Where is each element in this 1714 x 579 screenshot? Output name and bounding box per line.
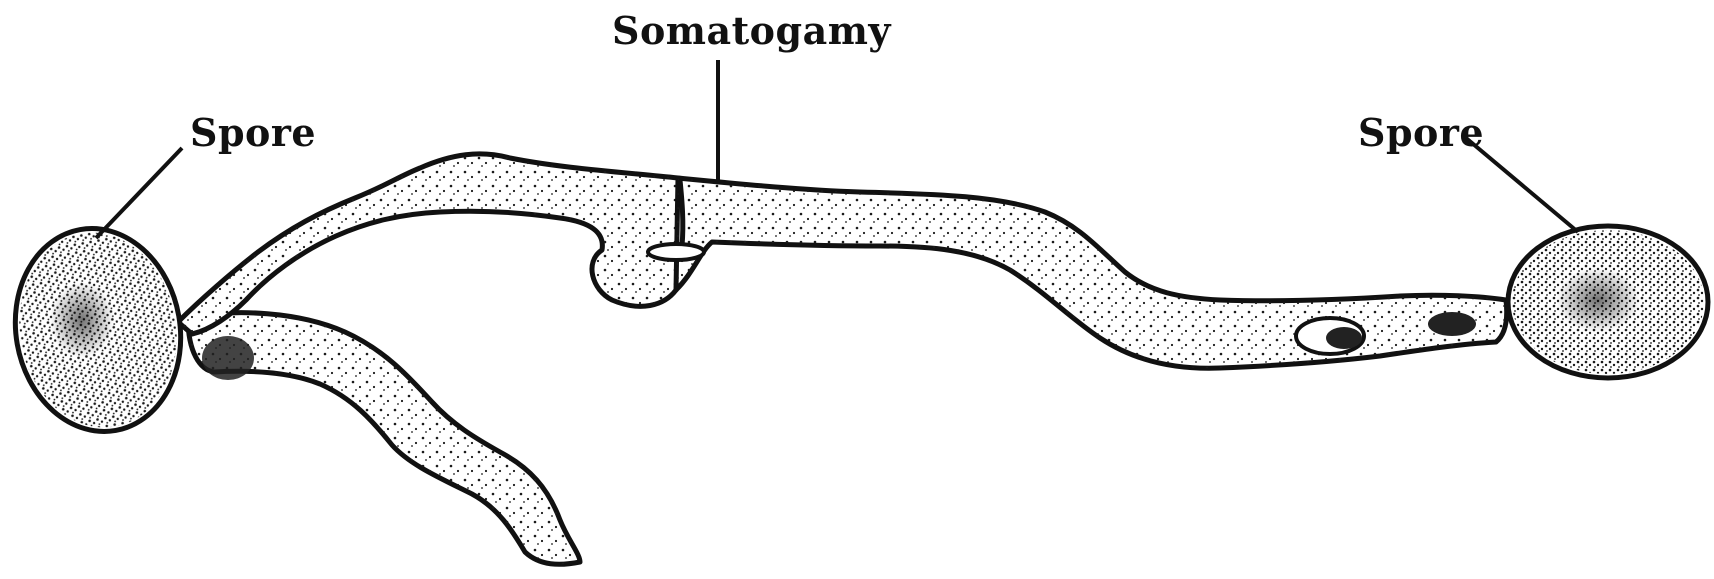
label-somatogamy: Somatogamy [612,8,891,53]
right-hypha [676,178,1507,368]
left-hypha [178,154,687,334]
spore-left [0,215,196,444]
leader-line-spore-left [96,148,182,238]
label-spore-left: Spore [190,110,316,155]
lower-hypha-branch [188,313,580,565]
spore-right [1508,226,1708,378]
label-spore-right: Spore [1358,110,1484,155]
